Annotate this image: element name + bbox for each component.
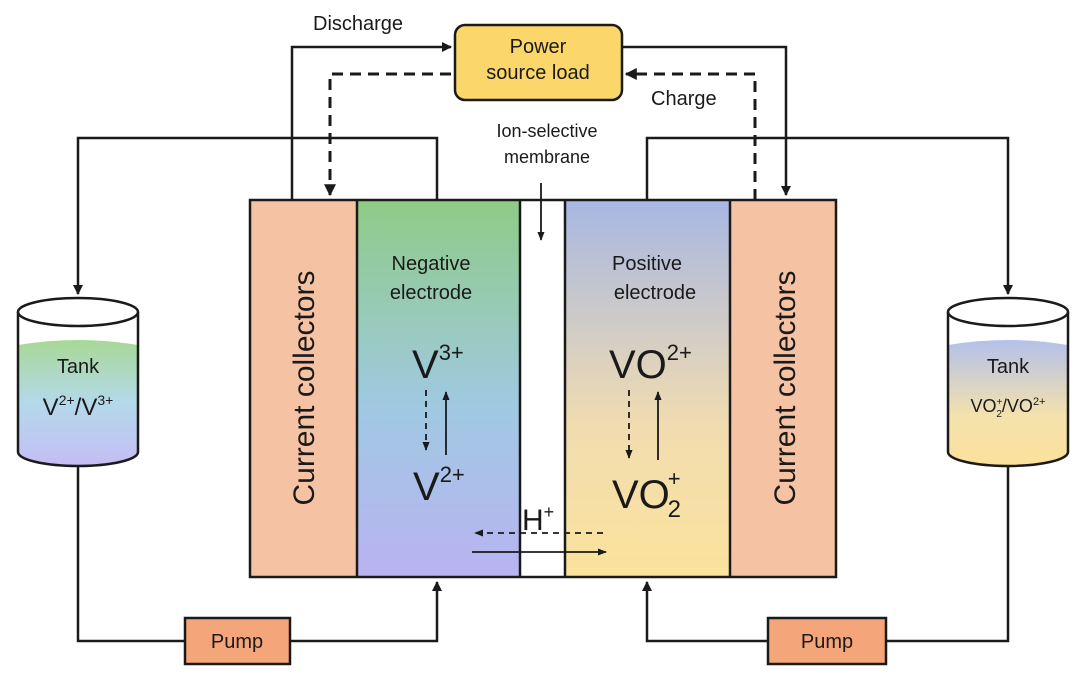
positive-electrode-label-1: Positive <box>612 253 682 275</box>
negative-electrode <box>357 200 520 577</box>
current-collector-right <box>730 200 836 577</box>
power-source-load-box: Power source load <box>453 23 624 102</box>
species-vo2: VO+2 <box>612 466 681 523</box>
membrane <box>520 200 565 577</box>
discharge-label: Discharge <box>313 13 403 35</box>
pump-left: Pump <box>183 616 292 666</box>
tank-right-label: Tank <box>987 356 1030 378</box>
current-collector-left <box>250 200 357 577</box>
discharge-arrow-in <box>290 42 452 200</box>
tank-left-label: Tank <box>57 356 100 378</box>
tank-left-species: V2+/V3+ <box>43 392 114 421</box>
charge-arrow-in <box>624 68 757 200</box>
right-supply-pipe-2 <box>642 581 768 643</box>
charge-arrow-out <box>324 72 451 197</box>
pump-left-label: Pump <box>211 631 263 653</box>
membrane-label-2: membrane <box>504 147 590 167</box>
current-collectors-right-label: Current collectors <box>769 270 802 505</box>
left-return-pipe <box>73 136 439 295</box>
tank-left <box>16 296 140 468</box>
positive-electrode <box>565 200 730 577</box>
pump-right-label: Pump <box>801 631 853 653</box>
power-label-line1: Power <box>510 36 567 58</box>
current-collectors-left-label: Current collectors <box>288 270 321 505</box>
right-supply-pipe-1 <box>886 466 1010 643</box>
power-label-line2: source load <box>486 62 589 84</box>
tank-right <box>946 296 1070 468</box>
left-supply-pipe-1 <box>76 466 185 643</box>
left-supply-pipe-2 <box>290 581 442 643</box>
tank-right-species: VO+2/VO2+ <box>971 396 1046 420</box>
pump-right: Pump <box>766 616 888 666</box>
negative-electrode-label-1: Negative <box>392 253 471 275</box>
species-v3: V3+ <box>412 340 464 387</box>
species-v2: V2+ <box>413 462 465 509</box>
proton-label: H+ <box>522 502 554 537</box>
negative-electrode-label-2: electrode <box>390 282 472 304</box>
cell <box>248 198 838 579</box>
positive-electrode-label-2: electrode <box>614 282 696 304</box>
right-return-pipe <box>645 136 1013 295</box>
membrane-label-1: Ion-selective <box>496 121 597 141</box>
species-vo2plus: VO2+ <box>609 340 692 387</box>
charge-label: Charge <box>651 88 717 110</box>
discharge-arrow-out <box>622 45 791 196</box>
